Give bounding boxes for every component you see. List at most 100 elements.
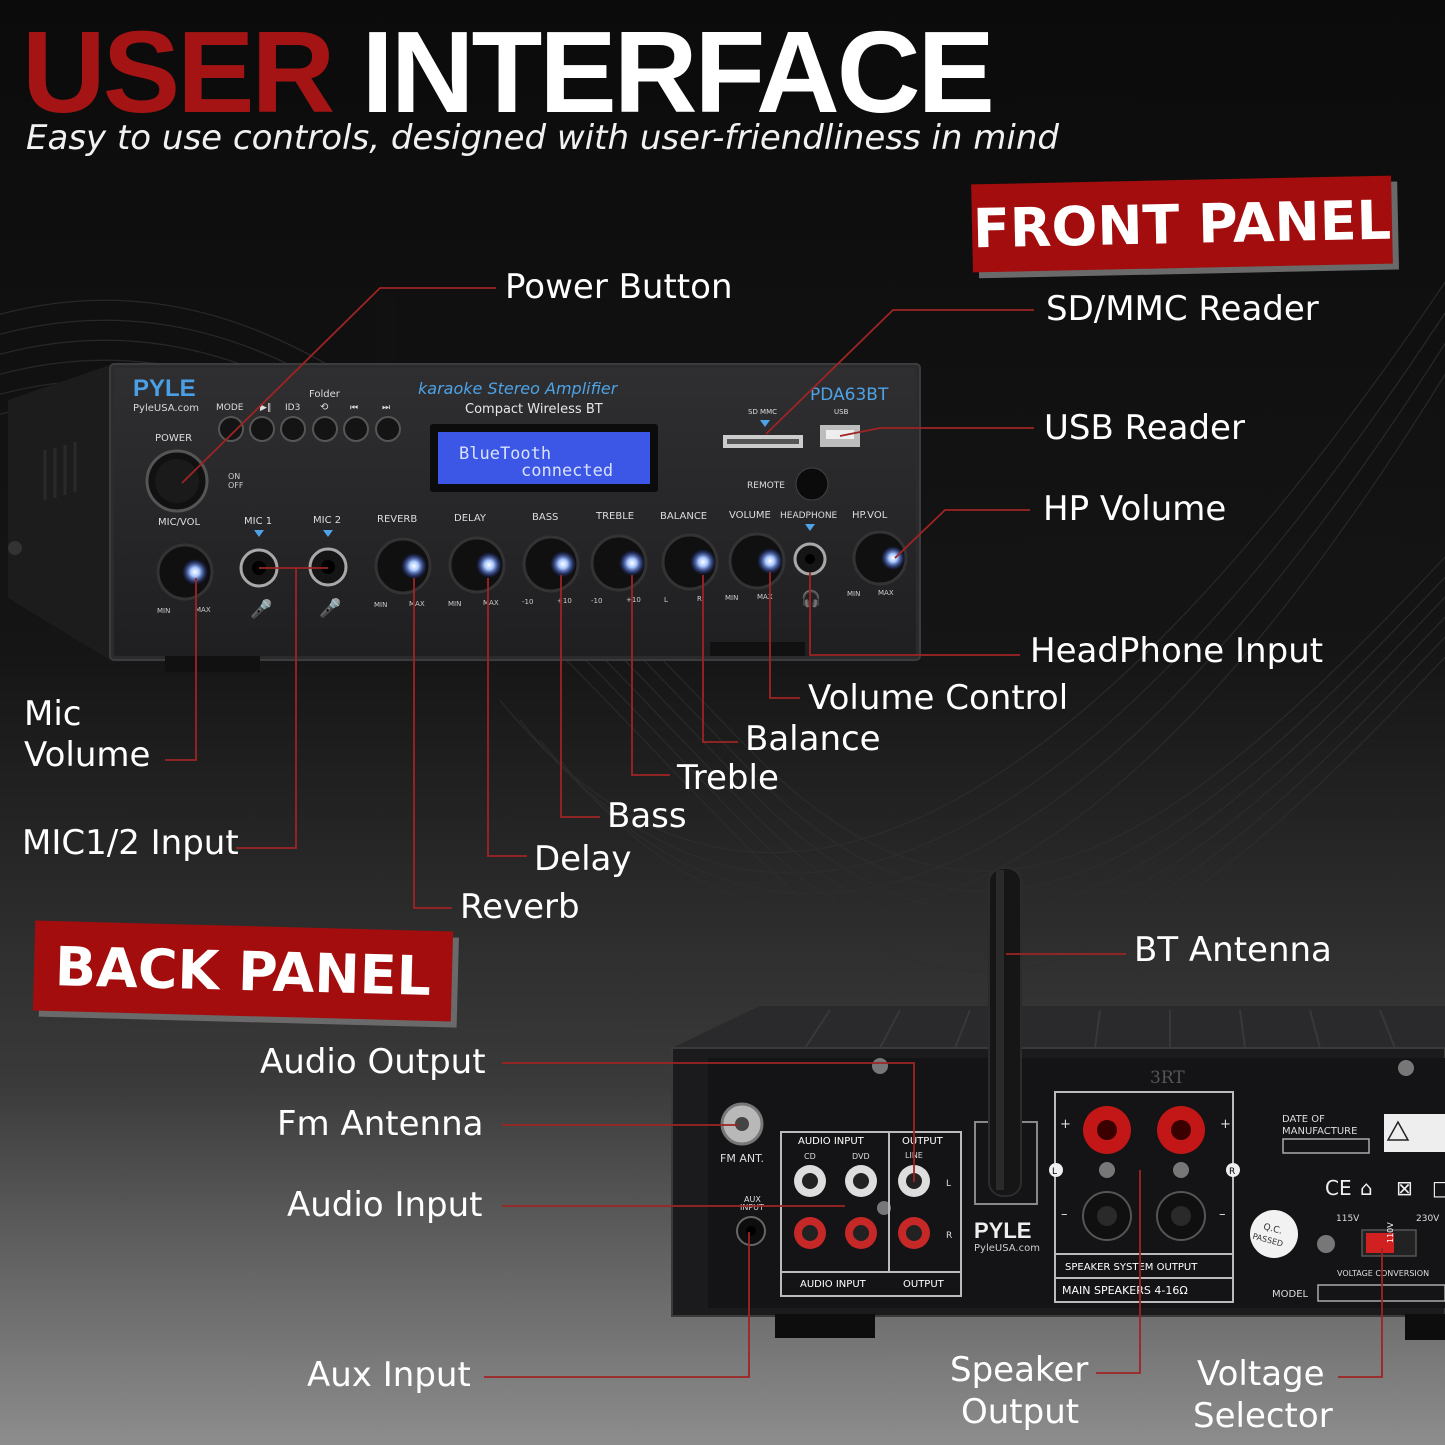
dvd-right-jack[interactable] [845,1217,877,1249]
callout-delay: Delay [534,839,632,879]
callout-balance: Balance [745,719,881,759]
dvd-left-jack[interactable] [845,1165,877,1197]
scale-min: MIN [374,601,387,609]
callout-voltage-selector-line1: Voltage [1197,1354,1325,1394]
front-tagline: karaoke Stereo Amplifier [418,379,619,398]
repeat-button[interactable] [312,416,338,442]
left-negative-terminal[interactable] [1082,1191,1132,1241]
rca-right-label: R [946,1231,952,1241]
scale-max: MAX [483,599,499,607]
next-icon: ⏭ [382,403,390,413]
plus-right: + [1220,1117,1231,1132]
next-button[interactable] [375,416,401,442]
cd-left-jack[interactable] [794,1165,826,1197]
front-panel-banner-text: FRONT PANEL [972,188,1392,260]
knob-label-bass: BASS [532,512,558,523]
qc-label-1: Q.C. [1262,1222,1283,1237]
audio-input-top-label: AUDIO INPUT [798,1136,865,1147]
scale-plus10: +10 [626,596,641,604]
balance-knob[interactable] [661,533,719,591]
cd-label: CD [804,1152,816,1161]
voltage-conversion-label: VOLTAGE CONVERSION [1337,1269,1429,1278]
double-insulation-icon: □ [1432,1176,1445,1200]
speaker-terminal-block [1054,1091,1234,1303]
callout-mic-input: MIC1/2 Input [22,823,239,863]
v230-label: 230V [1416,1214,1440,1224]
back-brand-logo: PYLE [974,1218,1031,1243]
cd-right-jack[interactable] [794,1217,826,1249]
back-panel-banner: BACK PANEL [32,920,454,1022]
reverb-knob[interactable] [374,537,432,595]
date-of-label: DATE OF [1282,1114,1325,1125]
front-brand-url: PyleUSA.com [133,403,199,414]
scale-max: MAX [195,606,211,614]
callout-aux-input: Aux Input [307,1355,471,1395]
knob-label-hp-vol: HP.VOL [852,510,888,521]
right-positive-terminal[interactable] [1157,1106,1205,1154]
scale-max: MAX [757,593,773,601]
output-top-label: OUTPUT [902,1136,944,1147]
bass-knob[interactable] [522,535,580,593]
audio-input-bottom-label: AUDIO INPUT [800,1279,867,1290]
delay-knob[interactable] [448,536,506,594]
front-panel-banner: FRONT PANEL [971,175,1393,273]
main-speakers-label: MAIN SPEAKERS 4-16Ω [1062,1284,1188,1297]
callout-speaker-output-line1: Speaker [950,1350,1089,1390]
scale-min: MIN [847,590,860,598]
volume-knob[interactable] [728,532,786,590]
callout-reverb: Reverb [460,887,580,927]
qc-passed-sticker [1250,1210,1298,1258]
id3-label: ID3 [285,403,300,413]
title-user: USER [22,7,335,137]
callout-speaker-output-line2: Output [961,1392,1080,1432]
power-off-label: OFF [228,481,244,490]
play-pause-icon: ▶‖ [260,403,271,413]
callout-volume-control: Volume Control [808,678,1069,718]
usb-label: USB [834,408,849,416]
id3-button[interactable] [280,416,306,442]
dvd-label: DVD [852,1152,870,1161]
knob-label-mic1: MIC 1 [244,516,272,527]
line-out-right-jack[interactable] [898,1217,930,1249]
scale-plus10: +10 [557,597,572,605]
front-tagline2: Compact Wireless BT [465,402,603,417]
front-model: PDA63BT [810,385,889,405]
prev-button[interactable] [343,416,369,442]
ce-mark: CE [1325,1176,1352,1200]
treble-knob[interactable] [590,534,648,592]
mic-volume-knob[interactable] [156,543,214,601]
remote-sensor [795,467,829,501]
play-pause-button[interactable] [249,416,275,442]
line-out-left-jack[interactable] [898,1165,930,1197]
hp-volume-knob[interactable] [852,530,908,586]
v115-label: 115V [1336,1214,1360,1224]
folder-label: Folder [309,389,341,400]
lcd-line-2: connected [521,461,613,481]
callout-audio-output: Audio Output [260,1042,486,1082]
mode-label: MODE [216,403,244,413]
scale-min: MIN [157,607,170,615]
back-brand-url: PyleUSA.com [974,1243,1040,1254]
fm-ant-label: FM ANT. [720,1152,764,1165]
speaker-right-label: R [1229,1167,1235,1177]
knob-label-headphone: HEADPHONE [780,511,838,521]
callout-voltage-selector-line2: Selector [1193,1396,1333,1436]
back-panel-banner-text: BACK PANEL [54,934,432,1008]
plus-left: + [1060,1117,1071,1132]
knob-label-treble: TREBLE [595,511,634,522]
aux-label-1: AUX [744,1195,761,1204]
mode-button[interactable] [218,416,244,442]
scale-minus10: -10 [522,598,533,606]
manufacture-label: MANUFACTURE [1282,1126,1357,1137]
home-icon: ⌂ [1360,1176,1373,1200]
v110-label: 110V [1386,1222,1395,1243]
page-subtitle: Easy to use controls, designed with user… [26,118,1059,158]
right-negative-terminal[interactable] [1156,1191,1206,1241]
callout-audio-input: Audio Input [287,1185,483,1225]
callout-hp-volume: HP Volume [1043,489,1227,529]
left-positive-terminal[interactable] [1083,1106,1131,1154]
callout-mic-volume-line2: Volume [24,735,151,775]
caution-label [1384,1114,1445,1152]
page-title: USER INTERFACE [22,14,995,130]
repeat-icon: ⟲ [320,402,329,413]
